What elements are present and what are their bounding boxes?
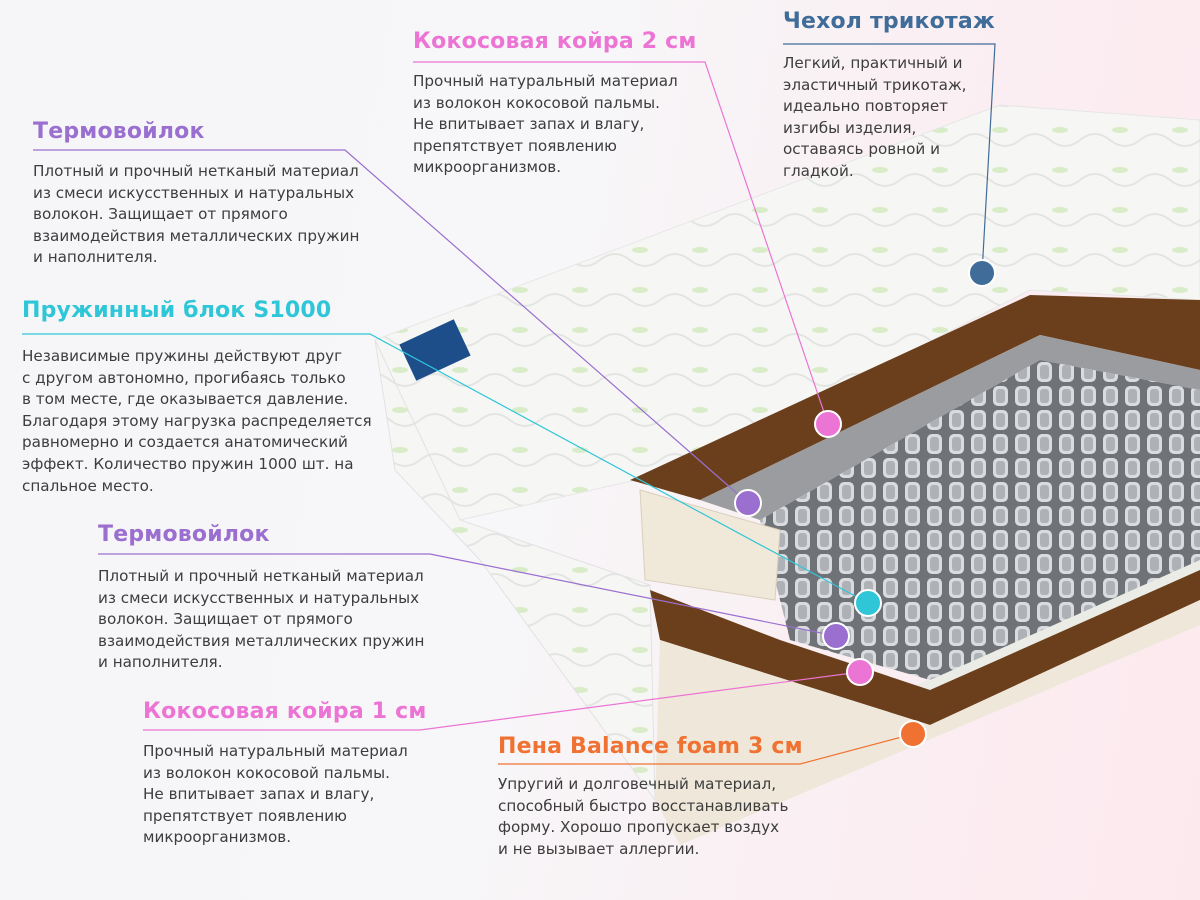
callout-text: Легкий, практичный и эластичный трикотаж… [783, 54, 967, 180]
leader-felt-bottom [98, 553, 837, 637]
callout-coir-top: Кокосовая койра 2 см Прочный натуральный… [413, 27, 697, 179]
brand-label [399, 319, 471, 381]
coir-layer-bottom [650, 570, 1200, 725]
marker-foam [899, 720, 927, 748]
callout-text: Прочный натуральный материал из волокон … [413, 72, 678, 177]
callout-title: Термовойлок [33, 119, 205, 144]
foam-layer-bottom [655, 600, 1200, 845]
callout-text: Плотный и прочный нетканый материал из с… [98, 567, 425, 672]
marker-coir-top [814, 410, 842, 438]
callout-cover: Чехол трикотаж Легкий, практичный и элас… [783, 7, 995, 183]
callout-text: Плотный и прочный нетканый материал из с… [33, 162, 360, 267]
callout-coir-bottom: Кокосовая койра 1 см Прочный натуральный… [143, 697, 427, 849]
callout-foam: Пена Balance foam 3 см Упругий и долгове… [498, 732, 803, 860]
callout-felt-top: Термовойлок Плотный и прочный нетканый м… [33, 117, 359, 269]
felt-layer [700, 335, 1200, 520]
leader-coir-top [413, 61, 829, 425]
mattress-top [374, 104, 1200, 521]
callout-title: Чехол трикотаж [783, 9, 996, 34]
callout-text: Независимые пружины действуют друг с дру… [22, 347, 372, 495]
callout-title: Пружинный блок S1000 [22, 298, 332, 323]
foam-block [639, 489, 781, 601]
callout-spring-block: Пружинный блок S1000 Независимые пружины… [22, 296, 372, 497]
leader-coir-bottom [143, 671, 861, 731]
callout-text: Упругий и долговечный материал, способны… [498, 775, 789, 858]
marker-coir-bottom [846, 658, 874, 686]
marker-felt-bottom [822, 622, 850, 650]
callout-title: Пена Balance foam 3 см [498, 734, 803, 759]
callout-title: Термовойлок [98, 522, 270, 547]
leader-felt-top [33, 149, 749, 504]
leader-foam [498, 733, 914, 765]
marker-felt-top [734, 489, 762, 517]
marker-spring-block [854, 589, 882, 617]
callout-title: Кокосовая койра 2 см [413, 29, 697, 54]
marker-cover [968, 259, 996, 287]
callout-felt-bottom: Термовойлок Плотный и прочный нетканый м… [98, 520, 424, 674]
callout-title: Кокосовая койра 1 см [143, 699, 427, 724]
leader-spring-block [22, 333, 869, 604]
leader-cover [783, 43, 996, 274]
callout-text: Прочный натуральный материал из волокон … [143, 742, 408, 847]
coir-layer-top [630, 295, 1200, 500]
